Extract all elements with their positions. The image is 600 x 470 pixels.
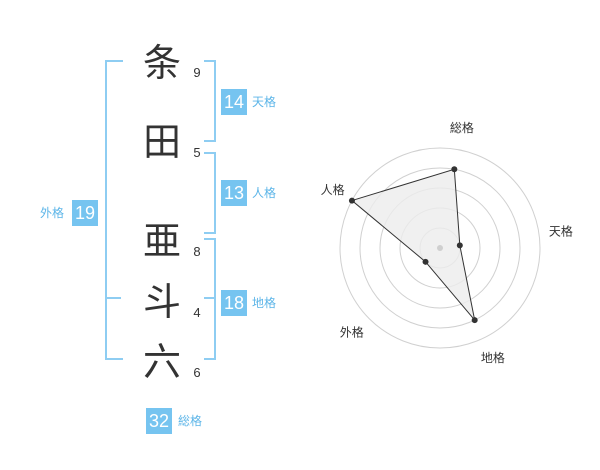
jinkaku-label: 人格 <box>252 186 277 200</box>
jinkaku-value: 13 <box>221 180 247 206</box>
radar-point-2 <box>456 242 463 249</box>
chikaku-label: 地格 <box>252 296 277 310</box>
stroke-count-1: 9 <box>193 65 201 80</box>
radar-point-1 <box>451 166 458 173</box>
name-char-4: 斗 <box>142 280 181 324</box>
radar-ring <box>379 187 501 309</box>
stroke-count-4: 4 <box>193 305 201 320</box>
tenkaku-bracket <box>204 60 216 142</box>
name-char-3: 亜 <box>142 219 181 263</box>
radar-axis-label-2: 天格 <box>549 224 573 239</box>
chikaku-bracket <box>204 238 216 360</box>
soukaku-value: 32 <box>146 408 172 434</box>
radar-ring <box>419 227 461 269</box>
name-char-1: 条 <box>142 41 181 85</box>
soukaku-label: 総格 <box>178 414 203 428</box>
gaikaku-value: 19 <box>72 200 98 226</box>
stroke-count-5: 6 <box>193 365 201 380</box>
gaikaku-label: 外格 <box>40 206 65 220</box>
radar-point-4 <box>422 258 429 265</box>
radar-points <box>348 166 478 324</box>
radar-point-3 <box>471 317 478 324</box>
radar-ring <box>399 207 481 289</box>
chikaku-bracket-divider <box>204 297 214 299</box>
radar-area <box>350 168 476 321</box>
radar-axis-label-1: 総格 <box>450 120 474 135</box>
jinkaku-bracket <box>204 152 216 234</box>
tenkaku-label: 天格 <box>252 95 277 109</box>
radar-grid <box>339 147 541 349</box>
radar-axis-label-4: 外格 <box>340 324 364 339</box>
stroke-count-3: 8 <box>193 244 201 259</box>
gaikaku-bracket <box>105 60 123 360</box>
name-char-2: 田 <box>142 120 181 164</box>
radar-point-5 <box>348 197 355 204</box>
stroke-count-2: 5 <box>193 145 201 160</box>
chikaku-value: 18 <box>221 290 247 316</box>
radar-ring <box>339 147 541 349</box>
name-char-5: 六 <box>142 340 181 384</box>
radar-center <box>437 245 443 251</box>
radar-ring <box>359 167 521 329</box>
gaikaku-bracket-divider <box>105 297 121 299</box>
radar-axis-label-5: 人格 <box>321 182 345 197</box>
tenkaku-value: 14 <box>221 89 247 115</box>
radar-axis-label-3: 地格 <box>481 350 505 365</box>
